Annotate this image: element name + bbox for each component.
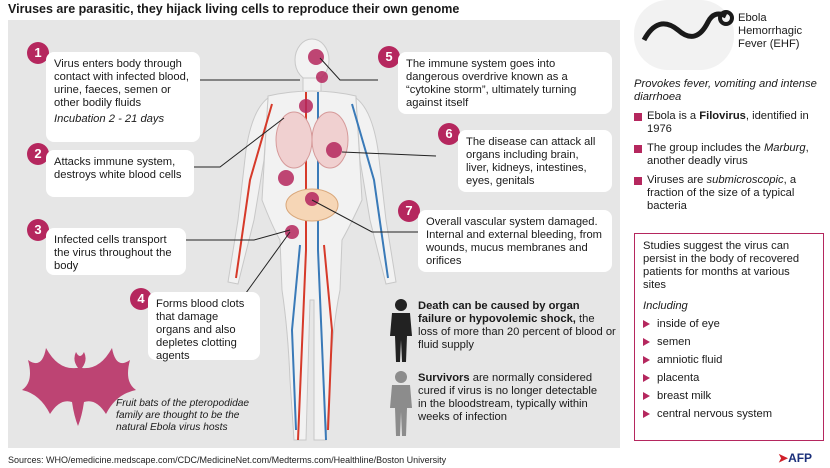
facts-list: Ebola is a Filovirus, identified in 1976… (634, 110, 826, 219)
triangle-bullet-icon (643, 392, 650, 400)
survivors-text: Survivors are normally considered cured … (418, 372, 608, 424)
step-3-box: Infected cells transport the virus throu… (46, 228, 186, 275)
step-3-badge: 3 (27, 219, 49, 241)
fruit-bat-icon (22, 348, 136, 426)
dark-person-icon (390, 299, 412, 362)
afp-logo: ➤AFP (778, 451, 813, 465)
step-1-badge: 1 (27, 42, 49, 64)
ebola-virus-image (634, 0, 734, 70)
step-4-text: Forms blood clots that damage organs and… (156, 298, 245, 362)
step-7-text: Overall vascular system damaged. Interna… (426, 216, 603, 267)
site-item: breast milk (643, 390, 815, 403)
death-text: Death can be caused by organ failure or … (418, 300, 616, 352)
studies-including: Including (643, 300, 688, 312)
bullet-square-icon (634, 177, 642, 185)
triangle-bullet-icon (643, 410, 650, 418)
step-6-box: The disease can attack all organs includ… (458, 130, 612, 192)
triangle-bullet-icon (643, 356, 650, 364)
site-item: central nervous system (643, 408, 815, 421)
step-5-text: The immune system goes into dangerous ov… (406, 58, 577, 109)
step-6-text: The disease can attack all organs includ… (466, 136, 596, 187)
step-5-box: The immune system goes into dangerous ov… (398, 52, 612, 114)
bat-caption: Fruit bats of the pteropodidae family ar… (116, 398, 250, 433)
ebola-label: Ebola Hemorrhagic Fever (EHF) (738, 12, 803, 50)
step-1-incubation: Incubation 2 - 21 days (54, 113, 165, 125)
death-rest: the loss of more than 20 percent of bloo… (418, 313, 616, 351)
step-3-text: Infected cells transport the virus throu… (54, 234, 172, 272)
site-item: placenta (643, 372, 815, 385)
fact-marburg: The group includes the Marburg, another … (634, 142, 826, 168)
studies-intro: Studies suggest the virus can persist in… (643, 240, 800, 291)
site-item: semen (643, 336, 815, 349)
bullet-square-icon (634, 113, 642, 121)
site-item: inside of eye (643, 318, 815, 331)
afp-arrow-icon: ➤ (778, 451, 789, 465)
step-6-badge: 6 (438, 123, 460, 145)
step-1-text: Virus enters body through contact with i… (54, 58, 189, 109)
triangle-bullet-icon (643, 320, 650, 328)
step-5-badge: 5 (378, 46, 400, 68)
death-bold: Death can be caused by organ failure or … (418, 300, 580, 325)
survivors-bold: Survivors (418, 372, 470, 384)
step-2-badge: 2 (27, 143, 49, 165)
step-1-box: Virus enters body through contact with i… (46, 52, 200, 142)
step-7-badge: 7 (398, 200, 420, 222)
symptoms-text: Provokes fever, vomiting and intense dia… (634, 78, 817, 103)
fact-submicroscopic: Viruses are submicroscopic, a fraction o… (634, 174, 826, 213)
fact-filovirus: Ebola is a Filovirus, identified in 1976 (634, 110, 826, 136)
studies-box: Studies suggest the virus can persist in… (634, 233, 824, 441)
triangle-bullet-icon (643, 338, 650, 346)
step-2-box: Attacks immune system, destroys white bl… (46, 150, 194, 197)
survivor-person-icon (390, 371, 412, 436)
bullet-square-icon (634, 145, 642, 153)
triangle-bullet-icon (643, 374, 650, 382)
site-item: amniotic fluid (643, 354, 815, 367)
step-2-text: Attacks immune system, destroys white bl… (54, 156, 182, 181)
step-4-badge: 4 (130, 288, 152, 310)
sources-footer: Sources: WHO/emedicine.medscape.com/CDC/… (8, 455, 447, 465)
infographic-title: Viruses are parasitic, they hijack livin… (8, 2, 460, 16)
step-7-box: Overall vascular system damaged. Interna… (418, 210, 612, 272)
survivors-rest: are normally considered cured if virus i… (418, 372, 598, 423)
infection-spots (278, 49, 342, 239)
step-4-box: Forms blood clots that damage organs and… (148, 292, 260, 362)
